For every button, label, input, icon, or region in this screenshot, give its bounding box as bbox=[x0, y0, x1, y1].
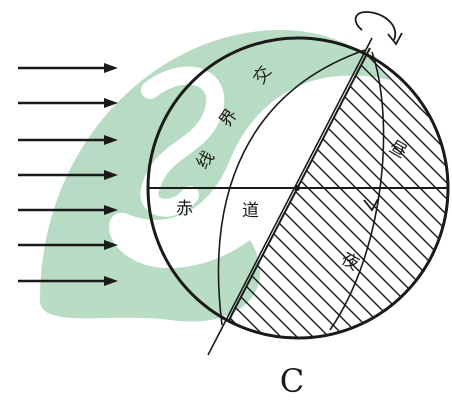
rotation-arrow bbox=[354, 11, 397, 41]
sunlight-arrowhead bbox=[104, 98, 118, 108]
terminator-line bbox=[227, 47, 371, 323]
label-equator-right: 道 bbox=[242, 201, 259, 221]
hatch-line bbox=[228, 48, 361, 338]
hatch-line bbox=[228, 48, 448, 338]
sunlight-arrowhead bbox=[104, 240, 118, 250]
meridian-left bbox=[217, 49, 366, 326]
sunlight-arrowhead bbox=[104, 205, 118, 215]
sunlight-arrowhead bbox=[104, 135, 118, 145]
sunlight-arrows bbox=[18, 63, 118, 286]
figure-letter: C bbox=[280, 362, 304, 400]
sunlight-arrowhead bbox=[104, 63, 118, 73]
watermark-shape bbox=[40, 30, 390, 322]
hatch-line bbox=[375, 48, 448, 338]
hatch-line bbox=[228, 48, 393, 338]
sunlight-arrowhead bbox=[104, 170, 118, 180]
hatch-line bbox=[228, 48, 377, 338]
hatch-line bbox=[311, 48, 448, 338]
hatch-line bbox=[295, 48, 448, 338]
earth-axis bbox=[207, 37, 373, 356]
label-equator-left: 赤 bbox=[176, 199, 193, 219]
hatch-line bbox=[407, 48, 448, 338]
hatch-line bbox=[439, 48, 448, 338]
hatch-line bbox=[228, 48, 448, 338]
meridian-right bbox=[329, 51, 385, 331]
rotation-arrowhead bbox=[387, 32, 403, 46]
hatch-line bbox=[228, 48, 345, 338]
sunlight-arrowhead bbox=[104, 276, 118, 286]
meridian-arrowhead bbox=[363, 198, 379, 212]
hatch-line bbox=[391, 48, 448, 338]
hatch-line bbox=[228, 48, 448, 338]
